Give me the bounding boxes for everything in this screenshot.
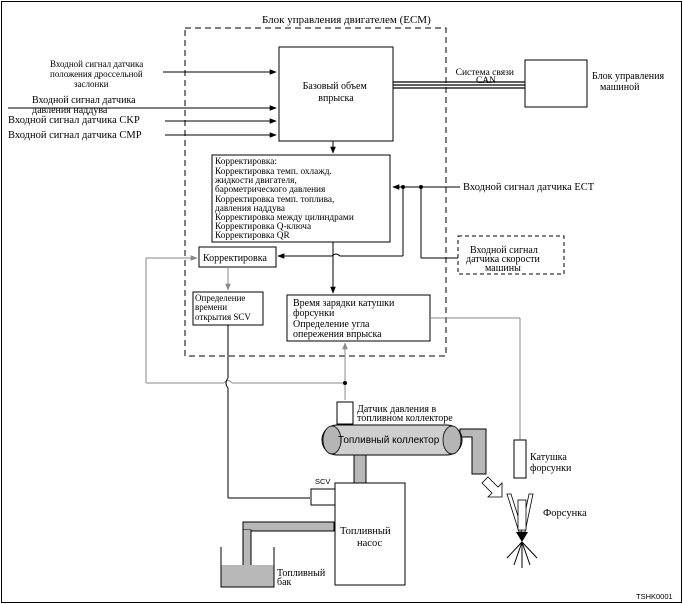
pump-label-1: Топливный xyxy=(340,526,391,537)
throttle-label-1: Входной сигнал датчика xyxy=(50,59,143,69)
fuel-pump xyxy=(334,482,406,586)
svg-text:Датчик давления в топливно: Датчик давления в топливном коллекторе xyxy=(357,404,453,424)
vehicle-control-unit-box xyxy=(524,59,588,108)
correction-box-label: Корректировка xyxy=(203,253,267,264)
svg-text:Блок управления машиной: Блок управления машиной xyxy=(592,71,667,93)
correction-list-box xyxy=(211,154,391,243)
charge-line-1: Время зарядки катушки xyxy=(293,298,395,309)
svg-text:Система связи CAN: Система связи CAN xyxy=(456,68,517,86)
tank-label-1: Топливный xyxy=(277,568,326,579)
svg-text:Время зарядки катушки форс: Время зарядки катушки форсунки Определен… xyxy=(293,298,397,340)
speed-label-3: машины xyxy=(485,263,521,274)
ect-label: Входной сигнал датчика ECT xyxy=(463,182,595,193)
scv-valve xyxy=(310,488,336,506)
rail-sensor-label-1: Датчик давления в xyxy=(357,404,436,415)
boost-label-1: Входной сигнал датчика xyxy=(32,95,136,106)
injector-label: Форсунка xyxy=(543,508,587,519)
charge-line-4: опережения впрыска xyxy=(293,329,382,340)
suction-pipe xyxy=(242,521,335,532)
vehicle-unit-label-1: Блок управления xyxy=(592,71,664,82)
base-injection-box xyxy=(278,46,394,142)
coil-drive-line xyxy=(430,317,521,440)
scv-time-box xyxy=(192,291,264,326)
fuel-rail xyxy=(321,424,487,484)
scv-label: SCV xyxy=(315,477,330,486)
throttle-label-2: положения дроссельной xyxy=(50,69,143,79)
pump-label-2: насос xyxy=(357,538,382,549)
svg-text:Входной сигнал датчика д: Входной сигнал датчика давления наддува xyxy=(32,95,138,116)
fuel-flow-arrow xyxy=(481,476,503,498)
correction-box xyxy=(198,246,277,268)
ecm-title: Блок управления двигателем (ECM) xyxy=(262,14,431,26)
fuel-tank xyxy=(220,547,275,588)
boost-label-2: давления наддува xyxy=(32,105,108,116)
tank-label-2: бак xyxy=(277,577,292,588)
ckp-input: Входной сигнал датчика CKP xyxy=(8,115,277,126)
svg-text:Определение времени от: Определение времени открытия SCV xyxy=(195,293,251,322)
speed-label-2: датчика скорости xyxy=(466,254,541,265)
coil-label-1: Катушка xyxy=(530,452,567,463)
throttle-input: Входной сигнал датчика положения дроссел… xyxy=(50,59,277,89)
rail-sensor-label-2: топливном коллекторе xyxy=(357,413,453,424)
rail-label: Топливный коллектор xyxy=(338,435,440,446)
svg-text:Катушка форсунки: Катушка форсунки xyxy=(530,452,572,474)
can-bus-lines xyxy=(393,81,525,89)
svg-text:Топливный бак: Топливный бак xyxy=(277,568,328,588)
can-label-2: CAN xyxy=(476,76,496,86)
base-injection-line-1: Базовый объем xyxy=(303,81,368,92)
charge-line-2: форсунки xyxy=(293,308,335,319)
vehicle-unit-label-2: машиной xyxy=(600,82,640,93)
svg-text:Входной сигнал датчика ско: Входной сигнал датчика скорости машины xyxy=(466,245,542,274)
vehicle-speed-box xyxy=(457,235,565,275)
correction-list-text: Корректировка: Корректировка темп. охлаж… xyxy=(214,157,356,241)
svg-text:Базовый объем впрыска: Базовый объем впрыска xyxy=(303,81,370,104)
scv-time-line-2: времени xyxy=(195,302,227,312)
figure-id: TSHK0001 xyxy=(636,592,673,601)
ckp-label: Входной сигнал датчика CKP xyxy=(8,115,140,126)
can-label-1: Система связи xyxy=(456,68,514,78)
coil-label-2: форсунки xyxy=(530,463,572,474)
scv-time-line-1: Определение xyxy=(195,293,245,303)
svg-text:Входной сигнал датчика п: Входной сигнал датчика положения дроссел… xyxy=(50,59,145,89)
svg-text:Топливный насос: Топливный насос xyxy=(340,526,393,549)
base-injection-line-2: впрыска xyxy=(318,93,354,104)
cmp-label: Входной сигнал датчика CMP xyxy=(8,130,142,141)
cmp-input: Входной сигнал датчика CMP xyxy=(8,130,277,141)
speed-label-1: Входной сигнал xyxy=(470,245,538,256)
scv-control-line xyxy=(225,325,310,499)
injector-charge-box xyxy=(286,294,431,342)
rail-pressure-feedback xyxy=(145,255,348,400)
injector-coil xyxy=(513,439,527,479)
boost-input: Входной сигнал датчика давления наддува xyxy=(8,95,277,116)
rail-pressure-sensor xyxy=(336,401,354,425)
throttle-label-3: заслонки xyxy=(74,79,109,89)
injector-nozzle xyxy=(506,493,538,568)
charge-line-3: Определение угла xyxy=(293,319,370,330)
ecm-boundary xyxy=(184,27,447,357)
scv-time-line-3: открытия SCV xyxy=(195,312,251,322)
